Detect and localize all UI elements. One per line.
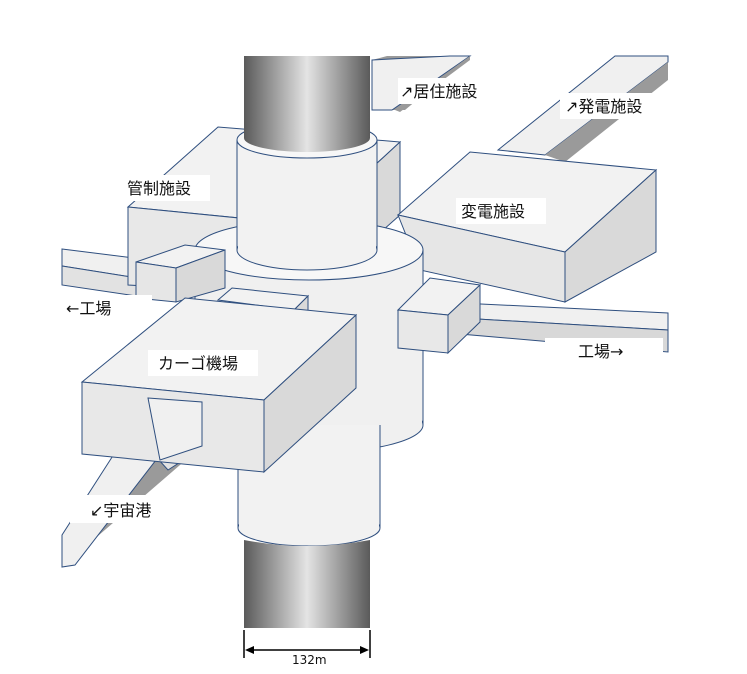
dimension-marker: 132m <box>243 630 371 667</box>
label-cargo-text: カーゴ機場 <box>158 354 238 373</box>
label-control-text: 管制施設 <box>127 179 191 198</box>
connector-left <box>135 244 226 303</box>
label-spaceport-text: ↙宇宙港 <box>90 501 151 520</box>
label-factory-left-text: ←工場 <box>66 299 111 318</box>
label-residential-text: ↗居住施設 <box>400 82 477 101</box>
label-control: 管制施設 <box>120 175 210 201</box>
dimension-arrow-right <box>360 646 369 654</box>
label-substation-text: 変電施設 <box>461 202 525 221</box>
label-factory-right-text: 工場→ <box>578 342 623 361</box>
label-factory-right: 工場→ <box>545 338 663 364</box>
label-power: ↗発電施設 <box>560 93 668 119</box>
label-residential: ↗居住施設 <box>398 78 506 104</box>
label-factory-left: ←工場 <box>62 295 152 321</box>
dimension-arrow-left <box>245 646 254 654</box>
label-power-text: ↗発電施設 <box>565 97 642 116</box>
label-cargo: カーゴ機場 <box>148 350 258 376</box>
label-substation: 変電施設 <box>456 198 546 224</box>
label-spaceport: ↙宇宙港 <box>70 495 178 523</box>
upper-shaft <box>244 56 370 152</box>
connector-right <box>396 277 482 355</box>
lower-shaft <box>244 540 370 628</box>
corridor-spaceport-front <box>147 397 203 461</box>
dimension-label: 132m <box>292 653 327 667</box>
lower-cylinder <box>237 425 381 547</box>
